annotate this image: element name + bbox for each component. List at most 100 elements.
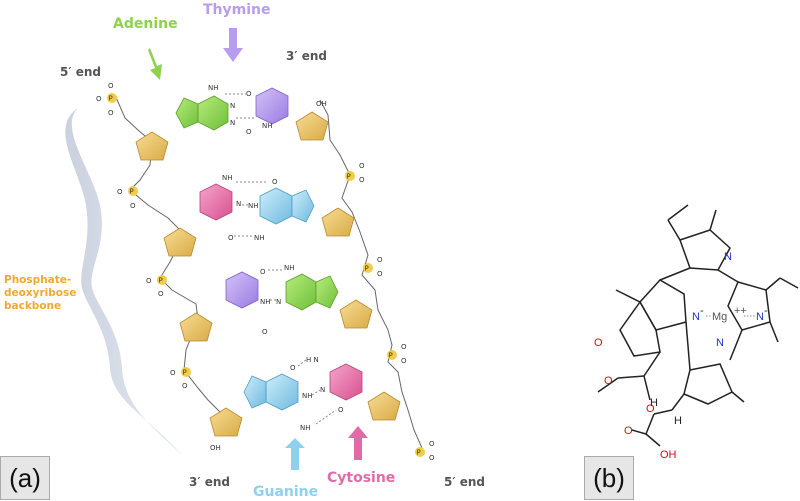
adenine-base: NH N bbox=[276, 264, 339, 311]
svg-text:P: P bbox=[109, 95, 113, 103]
cytosine-base: H N N O bbox=[306, 356, 363, 414]
svg-text:O: O bbox=[246, 90, 252, 98]
oxygen-atom-label: O bbox=[594, 337, 603, 349]
thymine-base: O NH O bbox=[225, 268, 271, 336]
oxygen-atom-label: O bbox=[604, 375, 613, 387]
dna-panel: Adenine Thymine Guanine Cytosine 5′ end … bbox=[4, 2, 485, 500]
hydrogen-bond bbox=[297, 359, 307, 367]
adenine-arrow-icon bbox=[148, 48, 162, 80]
svg-text:O: O bbox=[359, 176, 365, 184]
svg-text:P: P bbox=[417, 449, 421, 457]
phosphate-group: P O O bbox=[387, 343, 407, 365]
adenine-label: Adenine bbox=[113, 16, 178, 32]
svg-text:O: O bbox=[359, 162, 365, 170]
svg-text:O: O bbox=[146, 277, 152, 285]
chlorophyll-structure bbox=[597, 204, 799, 447]
oh-label: OH bbox=[316, 100, 327, 108]
svg-text:NH: NH bbox=[262, 122, 273, 130]
svg-text:P: P bbox=[365, 265, 369, 273]
svg-text:O: O bbox=[377, 256, 383, 264]
svg-text:-: - bbox=[764, 305, 768, 317]
svg-text:++: ++ bbox=[734, 305, 747, 317]
guanine-base: O NH NH bbox=[248, 178, 315, 242]
svg-text:O: O bbox=[429, 454, 435, 462]
nitrogen-atom-label: N bbox=[692, 311, 700, 323]
cytosine-base: NH N O bbox=[199, 174, 241, 242]
phosphate-group: P O O bbox=[170, 367, 191, 390]
cytosine-arrow-icon bbox=[348, 426, 368, 460]
hydrogen-atom-label: H bbox=[650, 397, 658, 409]
svg-text:N: N bbox=[276, 298, 281, 306]
svg-text:O: O bbox=[377, 270, 383, 278]
svg-text:N: N bbox=[230, 102, 235, 110]
deoxyribose-sugar bbox=[163, 227, 197, 257]
deoxyribose-sugar bbox=[135, 131, 169, 161]
thymine-arrow-icon bbox=[223, 28, 243, 62]
svg-text:NH: NH bbox=[222, 174, 233, 182]
oh-label: OH bbox=[210, 444, 221, 452]
guanine-arrow-icon bbox=[285, 438, 305, 470]
hydrogen-bond bbox=[315, 409, 337, 425]
hydroxyl-label: OH bbox=[660, 449, 677, 461]
svg-text:O: O bbox=[228, 234, 234, 242]
five-prime-end-bottom-label: 5′ end bbox=[444, 475, 485, 489]
svg-text:P: P bbox=[130, 188, 134, 196]
svg-text:H N: H N bbox=[306, 356, 319, 364]
deoxyribose-sugar bbox=[179, 312, 213, 342]
svg-text:O: O bbox=[401, 357, 407, 365]
svg-text:O: O bbox=[158, 290, 164, 298]
phosphate-group: P O O bbox=[117, 186, 138, 210]
svg-text:O: O bbox=[117, 188, 123, 196]
svg-text:N: N bbox=[230, 119, 235, 127]
chlorophyll-atom-labels: N N - Mg ++ N - N O O O H H O OH bbox=[594, 251, 768, 461]
svg-text:NH: NH bbox=[302, 392, 313, 400]
svg-text:NH: NH bbox=[284, 264, 295, 272]
backbone-label: Phosphate- deoxyribose backbone bbox=[4, 274, 80, 312]
thymine-base: O NH O bbox=[246, 87, 289, 136]
svg-text:O: O bbox=[182, 382, 188, 390]
svg-text:P: P bbox=[347, 173, 351, 181]
svg-text:O: O bbox=[262, 328, 268, 336]
svg-text:O: O bbox=[108, 109, 114, 117]
svg-text:NH: NH bbox=[300, 424, 311, 432]
three-prime-end-top-label: 3′ end bbox=[286, 49, 327, 63]
three-prime-end-bottom-label: 3′ end bbox=[189, 475, 230, 489]
phosphate-group: P O O bbox=[363, 256, 383, 278]
svg-text:-: - bbox=[700, 305, 704, 317]
panel-a-label: (a) bbox=[0, 456, 50, 500]
oxygen-atom-label: O bbox=[624, 425, 633, 437]
svg-text:O: O bbox=[170, 369, 176, 377]
svg-text:N: N bbox=[320, 386, 325, 394]
panel-b-label: (b) bbox=[584, 456, 634, 500]
five-prime-end-top-label: 5′ end bbox=[60, 65, 101, 79]
nitrogen-atom-label: N bbox=[756, 311, 764, 323]
svg-text:O: O bbox=[338, 406, 344, 414]
svg-text:P: P bbox=[159, 277, 163, 285]
phosphate-group: P O O bbox=[345, 162, 365, 184]
svg-text:NH: NH bbox=[248, 202, 259, 210]
backbone-brace bbox=[65, 108, 182, 455]
nitrogen-atom-label: N bbox=[724, 251, 732, 263]
hydrogen-bond bbox=[311, 389, 321, 396]
oxygen-atom-label: O bbox=[646, 403, 655, 415]
phosphate-group: P O O O bbox=[96, 82, 117, 117]
phosphate-group: P O O bbox=[415, 440, 435, 462]
magnesium-label: Mg bbox=[712, 311, 727, 323]
svg-text:P: P bbox=[183, 369, 187, 377]
svg-text:N: N bbox=[236, 200, 241, 208]
guanine-base: O NH NH bbox=[243, 364, 313, 432]
svg-text:NH: NH bbox=[208, 84, 219, 92]
deoxyribose-sugar bbox=[367, 391, 401, 421]
phosphate-group: P O O bbox=[146, 275, 167, 298]
adenine-base: NH N N bbox=[175, 84, 235, 131]
svg-text:P: P bbox=[389, 352, 393, 360]
deoxyribose-sugar bbox=[321, 207, 355, 237]
svg-text:O: O bbox=[96, 95, 102, 103]
nitrogen-atom-label: N bbox=[716, 337, 724, 349]
guanine-label: Guanine bbox=[253, 484, 318, 500]
svg-text:O: O bbox=[272, 178, 278, 186]
svg-text:NH: NH bbox=[254, 234, 265, 242]
svg-text:O: O bbox=[290, 364, 296, 372]
deoxyribose-sugar bbox=[339, 299, 373, 329]
